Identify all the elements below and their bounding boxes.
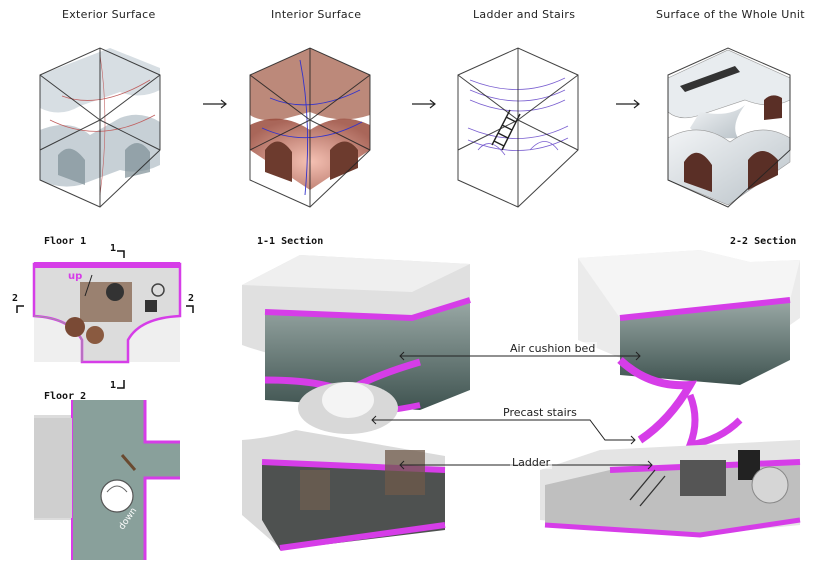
- section-2-2-model: [540, 250, 801, 538]
- section-1-1-model: [242, 255, 471, 551]
- annotation-ladder: Ladder: [510, 456, 553, 469]
- floor2-title: Floor 2: [44, 391, 87, 402]
- section-marker-top: 1: [110, 243, 117, 254]
- section-marker-right: 2: [188, 293, 195, 304]
- step-title-exterior: Exterior Surface: [62, 8, 156, 21]
- floor1-up-label: up: [68, 271, 83, 282]
- cube-exterior: [39, 47, 161, 208]
- floor2-plan: [34, 400, 180, 560]
- cube-whole-unit: [667, 47, 791, 208]
- arrow-icon: [203, 99, 640, 109]
- annotation-air-cushion-bed: Air cushion bed: [508, 342, 598, 355]
- step-title-ladder: Ladder and Stairs: [473, 8, 576, 21]
- step-title-interior: Interior Surface: [271, 8, 362, 21]
- cube-interior: [249, 47, 371, 208]
- section-marker-left: 2: [12, 293, 19, 304]
- step-title-whole-unit: Surface of the Whole Unit: [656, 8, 805, 21]
- floor1-plan: [32, 262, 182, 364]
- floor1-title: Floor 1: [44, 236, 87, 247]
- annotation-precast-stairs: Precast stairs: [501, 406, 579, 419]
- section-1-1-title: 1-1 Section: [257, 236, 324, 247]
- section-marker-brackets: [16, 250, 194, 389]
- section-2-2-title: 2-2 Section: [730, 236, 797, 247]
- section-marker-bottom: 1: [110, 380, 117, 391]
- cube-ladder-stairs: [457, 47, 579, 208]
